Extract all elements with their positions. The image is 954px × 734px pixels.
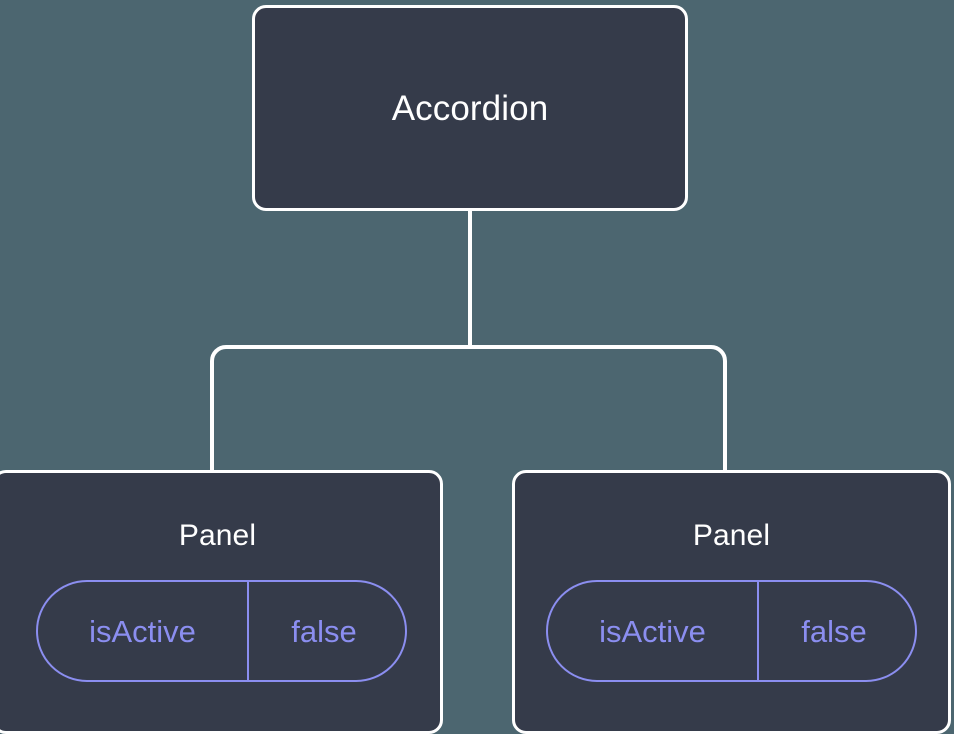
state-key-panel-1: isActive — [38, 582, 249, 680]
node-accordion[interactable]: Accordion — [252, 5, 688, 211]
edge-to-right-panel — [470, 345, 727, 472]
edge-to-left-panel — [210, 345, 470, 472]
state-key-panel-2: isActive — [548, 582, 759, 680]
state-badge-panel-2[interactable]: isActive false — [546, 580, 917, 682]
node-accordion-label: Accordion — [391, 88, 549, 128]
node-panel-1[interactable]: Panel isActive false — [0, 470, 443, 734]
node-panel-2-label: Panel — [692, 519, 771, 552]
state-value-panel-2: false — [801, 613, 867, 649]
node-panel-2[interactable]: Panel isActive false — [512, 470, 951, 734]
state-value-panel-1: false — [291, 613, 357, 649]
node-panel-1-label: Panel — [178, 519, 257, 552]
state-badge-panel-1[interactable]: isActive false — [36, 580, 407, 682]
